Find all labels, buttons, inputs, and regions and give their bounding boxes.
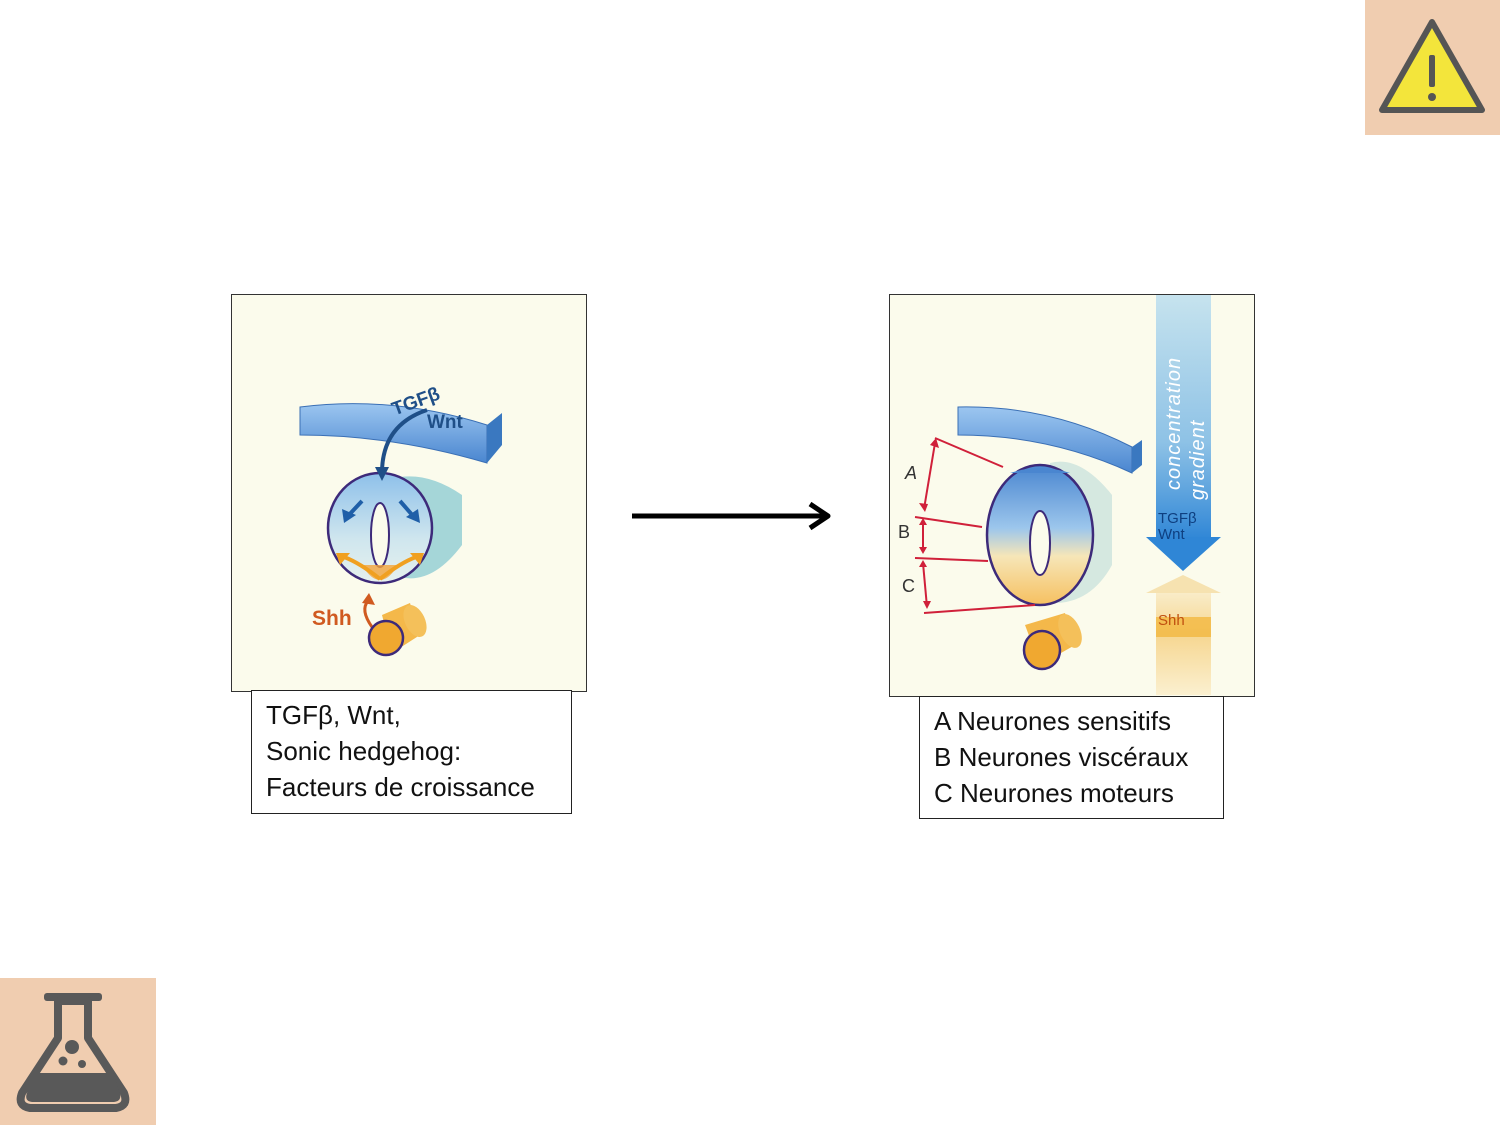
flask-icon xyxy=(16,993,130,1112)
caption-line: B Neurones viscéraux xyxy=(934,742,1189,772)
zone-a-label: A xyxy=(904,463,917,483)
concentration-gradient-arrows xyxy=(1146,295,1221,695)
caption-line: TGFβ, Wnt, xyxy=(266,700,401,730)
gradient-label-line1: concentration xyxy=(1163,357,1185,490)
zone-b-label: B xyxy=(898,522,910,542)
neuron-types-caption: A Neurones sensitifs B Neurones viscérau… xyxy=(919,696,1224,819)
gradient-tgf-label: TGFβ xyxy=(1158,510,1197,527)
notochord xyxy=(367,603,427,657)
zone-c-label: C xyxy=(902,576,915,596)
flask-icon-box xyxy=(0,978,156,1125)
transition-arrow xyxy=(632,501,831,531)
caption-line: Sonic hedgehog: xyxy=(266,736,462,766)
caption-line: A Neurones sensitifs xyxy=(934,706,1172,736)
zone-markers xyxy=(914,437,1036,614)
gradient-label-line2: gradient xyxy=(1187,419,1209,500)
gradient-shh-label: Shh xyxy=(1158,612,1185,629)
shh-label: Shh xyxy=(312,607,352,630)
wnt-label: Wnt xyxy=(427,412,464,433)
neural-tube xyxy=(326,471,462,585)
growth-factors-caption: TGFβ, Wnt, Sonic hedgehog: Facteurs de c… xyxy=(251,690,572,814)
caption-line: Facteurs de croissance xyxy=(266,772,535,802)
warning-icon-box xyxy=(1365,0,1500,135)
ectoderm-slab xyxy=(957,406,1142,474)
tgf-signal-arrow xyxy=(342,408,428,523)
neural-tube-signaling-diagram: TGFβ Wnt Shh xyxy=(231,294,587,692)
shh-signal-arrow xyxy=(336,553,424,628)
zone-arrowheads xyxy=(919,438,939,609)
notochord xyxy=(1022,613,1082,671)
gradient-wnt-label: Wnt xyxy=(1158,526,1186,543)
neuron-zones-diagram: A B C concentration gradient TGFβ Wnt Sh… xyxy=(889,294,1255,697)
warning-icon xyxy=(1379,19,1485,113)
caption-line: C Neurones moteurs xyxy=(934,778,1174,808)
neural-tube xyxy=(985,461,1112,607)
